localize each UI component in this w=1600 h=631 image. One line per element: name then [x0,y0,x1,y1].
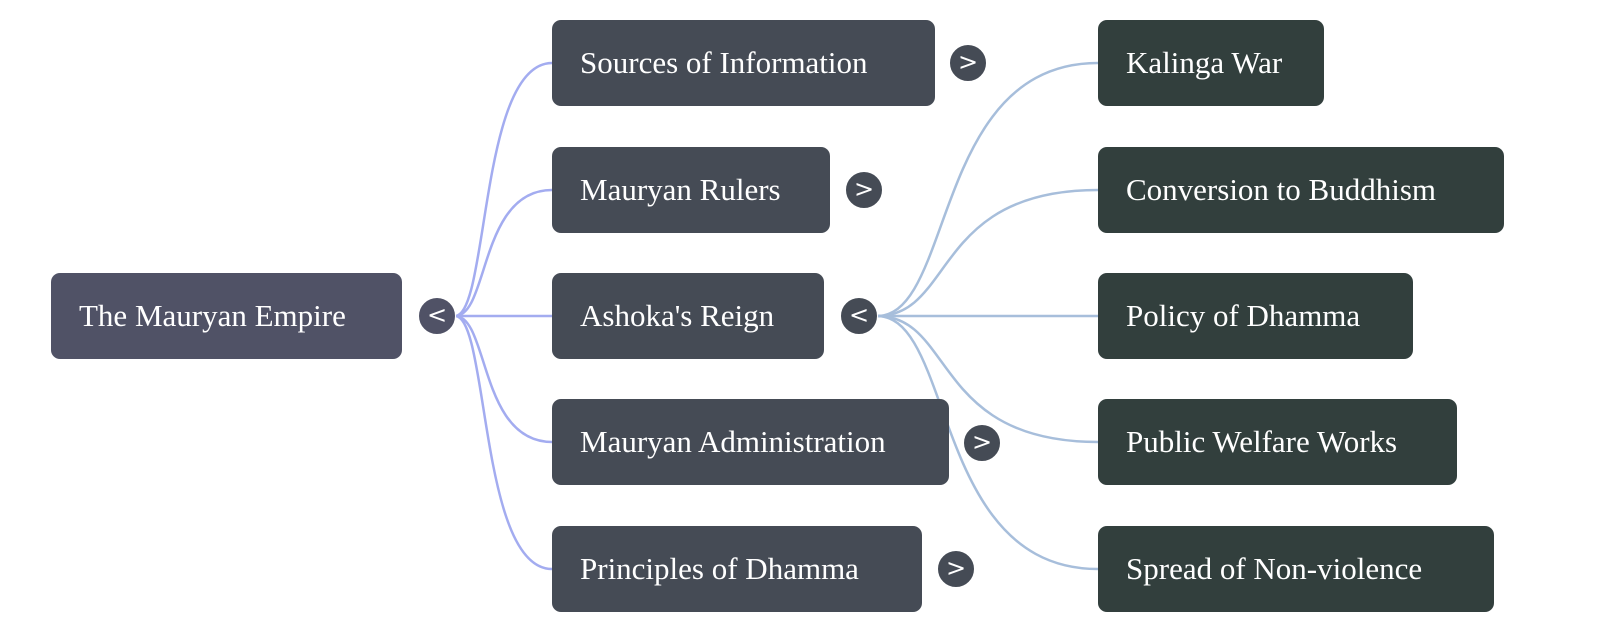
expand-sources-toggle[interactable]: > [949,44,987,82]
branch-mauryan-administration[interactable]: Mauryan Administration [552,399,949,485]
ashoka-edge-3 [876,314,1099,444]
ashoka-edge-0 [876,61,1099,318]
expand-principles-toggle[interactable]: > [937,550,975,588]
branch-principles-of-dhamma[interactable]: Principles of Dhamma [552,526,922,612]
leaf-kalinga-war[interactable]: Kalinga War [1098,20,1324,106]
ashoka-edge-1 [876,188,1099,318]
leaf-spread-of-non-violence[interactable]: Spread of Non-violence [1098,526,1494,612]
expand-administration-toggle[interactable]: > [963,424,1001,462]
expand-rulers-toggle[interactable]: > [845,171,883,209]
branch-ashokas-reign[interactable]: Ashoka's Reign [552,273,824,359]
collapse-ashoka-toggle[interactable]: < [840,297,878,335]
branch-mauryan-rulers[interactable]: Mauryan Rulers [552,147,830,233]
leaf-conversion-to-buddhism[interactable]: Conversion to Buddhism [1098,147,1504,233]
root-edge-0 [454,61,553,318]
root-edge-1 [454,188,553,318]
root-node[interactable]: The Mauryan Empire [51,273,402,359]
root-edge-4 [454,314,553,571]
leaf-policy-of-dhamma[interactable]: Policy of Dhamma [1098,273,1413,359]
branch-sources-of-information[interactable]: Sources of Information [552,20,935,106]
collapse-root-toggle[interactable]: < [418,297,456,335]
ashoka-edge-4 [876,314,1099,571]
root-edge-3 [454,314,553,444]
leaf-public-welfare-works[interactable]: Public Welfare Works [1098,399,1457,485]
